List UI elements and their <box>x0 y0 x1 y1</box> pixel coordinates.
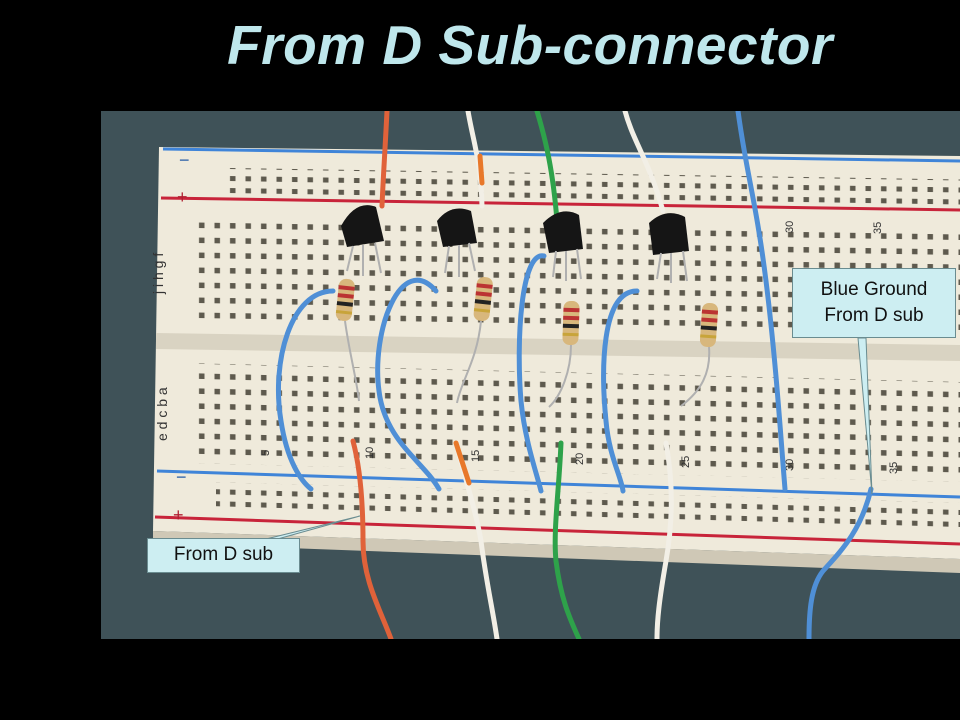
white-orange-wire <box>465 111 485 209</box>
column-number: 25 <box>680 456 692 468</box>
column-number: 15 <box>470 450 482 462</box>
column-number: 5 <box>260 450 272 456</box>
breadboard-illustration: j i h g f e d c b a − + − + 5 10 15 20 2… <box>150 111 960 639</box>
green-wire <box>534 111 560 224</box>
blue-ground-wire <box>735 111 788 492</box>
column-number: 35 <box>872 222 884 234</box>
from-dsub-callout: From D sub <box>147 538 300 573</box>
slide-title: From D Sub-connector <box>227 14 833 76</box>
transistors <box>341 205 689 255</box>
breadboard-photo: j i h g f e d c b a − + − + 5 10 15 20 2… <box>101 111 960 639</box>
column-number: 30 <box>784 221 796 233</box>
blue-ground-callout-line1: Blue Ground <box>820 279 928 300</box>
blue-jumpers <box>276 253 640 494</box>
orange-wire <box>379 111 390 209</box>
row-letters-top: j i h g f <box>150 253 166 295</box>
rail-plus-top: + <box>177 187 188 207</box>
column-number: 10 <box>364 447 376 459</box>
rail-plus-bottom: + <box>173 505 184 525</box>
rail-minus-top: − <box>179 150 190 170</box>
blue-ground-callout-line2: From D sub <box>824 305 924 326</box>
row-letters-bottom: e d c b a <box>154 387 170 441</box>
column-number: 35 <box>888 462 900 474</box>
white-wire <box>622 111 666 214</box>
resistors <box>335 276 719 348</box>
column-number: 30 <box>784 459 796 471</box>
rail-minus-bottom: − <box>176 467 187 487</box>
wires-top <box>379 111 788 492</box>
wires-bottom <box>350 438 874 639</box>
column-number: 20 <box>574 453 586 465</box>
blue-ground-callout: Blue Ground From D sub <box>792 268 956 338</box>
